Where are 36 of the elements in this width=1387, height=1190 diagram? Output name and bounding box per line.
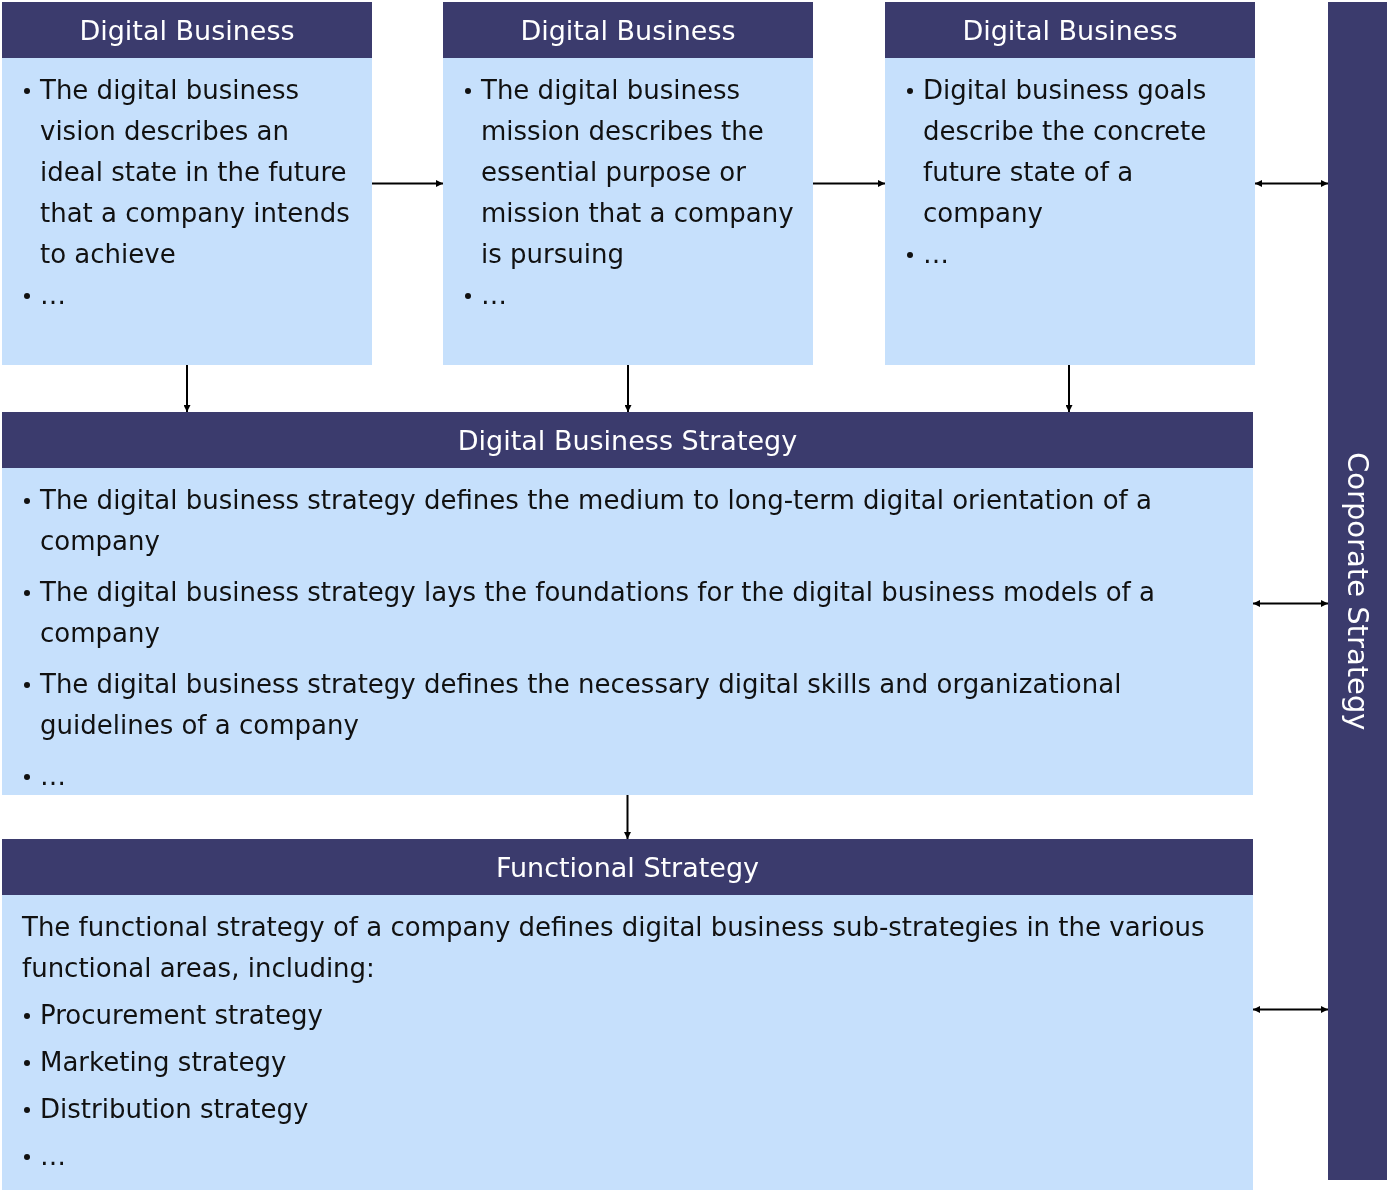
arrow: [1254, 180, 1329, 187]
bullet-item: …: [463, 275, 799, 316]
arrow: [183, 364, 191, 413]
bullet-item: …: [22, 275, 358, 316]
bullet-item: …: [905, 234, 1241, 275]
arrow: [812, 180, 886, 187]
box-header: Functional Strategy: [2, 839, 1253, 895]
content-box: [2, 412, 1253, 795]
side-bar: [1328, 2, 1387, 1180]
content-box: [2, 2, 372, 365]
paragraph-text: The functional strategy of a company defines digital business sub-strategies in the various functional areas, including:: [22, 911, 1206, 985]
arrow: [624, 364, 632, 413]
arrow: [371, 180, 444, 187]
bullet-item: The digital business mission describes the essential purpose or mission that a company is pursuing: [463, 70, 799, 275]
bullet-item: …: [22, 1136, 1239, 1177]
content-box: [443, 2, 813, 365]
arrow: [1252, 600, 1329, 607]
bullet-item: The digital business strategy lays the foundations for the digital business models of a company: [22, 572, 1239, 654]
bullet-item: The digital business strategy defines the medium to long-term digital orientation of a company: [22, 480, 1239, 562]
bar-label: Corporate Strategy: [1340, 451, 1375, 731]
bullet-item: The digital business vision describes an ideal state in the future that a company intends to achieve: [22, 70, 358, 275]
bullet-item: Procurement strategy: [22, 995, 1239, 1036]
bullet-item: Digital business goals describe the concrete future state of a company: [905, 70, 1241, 234]
box-header: Digital Business: [885, 2, 1255, 58]
content-box: [2, 839, 1253, 1190]
box-header: Digital Business Strategy: [2, 412, 1253, 468]
box-header: Digital Business: [2, 2, 372, 58]
content-box: [885, 2, 1255, 365]
bullet-item: …: [22, 756, 1239, 797]
arrow: [624, 794, 631, 840]
box-header: Digital Business: [443, 2, 813, 58]
arrow: [1252, 1006, 1329, 1013]
bullet-item: Marketing strategy: [22, 1042, 1239, 1083]
bullet-item: The digital business strategy defines the necessary digital skills and organizational guidelines of a company: [22, 664, 1239, 746]
bullet-item: Distribution strategy: [22, 1089, 1239, 1130]
arrow: [1065, 364, 1073, 413]
